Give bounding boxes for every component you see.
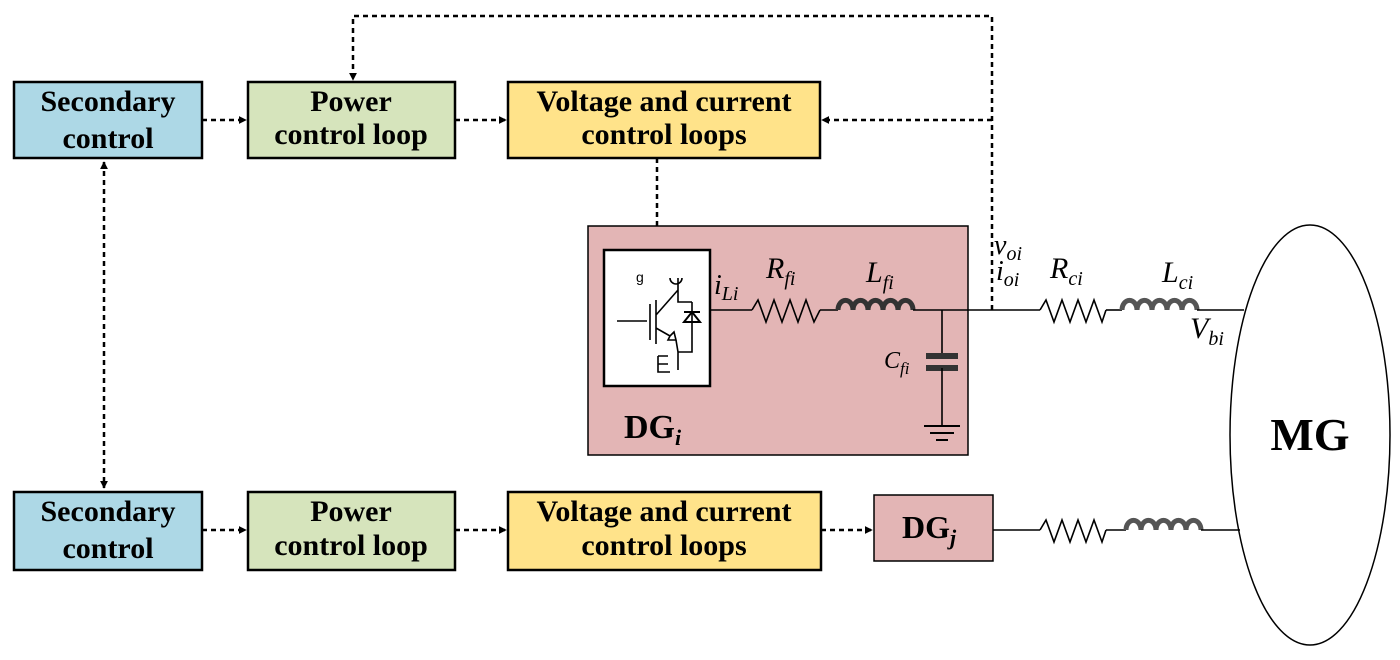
label-R-c: Rci bbox=[1049, 252, 1083, 290]
bottom-power-control-block: Power control loop bbox=[246, 490, 457, 572]
top-vc-label-1: Voltage and current bbox=[537, 85, 792, 118]
bottom-vc-label-2: control loops bbox=[581, 529, 746, 562]
top-vc-label-2: control loops bbox=[581, 118, 746, 151]
bottom-vc-label-1: Voltage and current bbox=[537, 495, 792, 528]
bottom-voltage-current-block: Voltage and current control loops bbox=[506, 490, 823, 572]
label-C-f: Cfi bbox=[884, 348, 910, 378]
bottom-power-label-1: Power bbox=[310, 495, 392, 528]
label-i-o: ioi bbox=[996, 256, 1019, 291]
label-R-f: Rfi bbox=[765, 252, 795, 290]
label-L-f: Lfi bbox=[865, 256, 894, 294]
resistor-icon bbox=[751, 297, 821, 325]
dg-j-line-resistor-icon bbox=[1039, 517, 1107, 545]
top-power-label-1: Power bbox=[310, 85, 392, 118]
top-voltage-current-block: Voltage and current control loops bbox=[506, 80, 822, 160]
top-secondary-control-block: Secondary control bbox=[12, 80, 204, 160]
dg-i-label: DGi bbox=[624, 409, 682, 450]
dg-j-label: DGj bbox=[902, 509, 957, 550]
ground-icon bbox=[924, 425, 960, 441]
dg-j-block: DGj bbox=[873, 494, 994, 562]
svg-text:g: g bbox=[636, 269, 644, 285]
label-v-o: voi bbox=[994, 230, 1022, 265]
bottom-secondary-control-block: Secondary control bbox=[12, 490, 204, 572]
bottom-secondary-label-2: control bbox=[62, 532, 153, 565]
igbt-icon: g bbox=[602, 248, 712, 388]
top-power-control-block: Power control loop bbox=[246, 80, 457, 160]
inductor-icon bbox=[835, 297, 916, 311]
label-L-c: Lci bbox=[1161, 256, 1193, 294]
bottom-secondary-label-1: Secondary bbox=[41, 495, 176, 528]
line-inductor-icon bbox=[1119, 297, 1200, 311]
microgrid-ellipse: MG bbox=[1229, 224, 1391, 646]
dg-j-line-inductor-icon bbox=[1123, 517, 1204, 531]
top-secondary-label-1: Secondary bbox=[41, 85, 176, 118]
feedback-to-power-loop bbox=[349, 14, 994, 310]
label-i-L: iLi bbox=[714, 270, 738, 305]
top-secondary-label-2: control bbox=[62, 122, 153, 155]
line-resistor-icon bbox=[1039, 297, 1107, 325]
label-V-b: Vbi bbox=[1190, 312, 1224, 350]
diode-icon bbox=[681, 310, 703, 323]
top-power-label-2: control loop bbox=[274, 118, 428, 151]
mg-label: MG bbox=[1270, 409, 1349, 460]
bottom-power-label-2: control loop bbox=[274, 529, 428, 562]
